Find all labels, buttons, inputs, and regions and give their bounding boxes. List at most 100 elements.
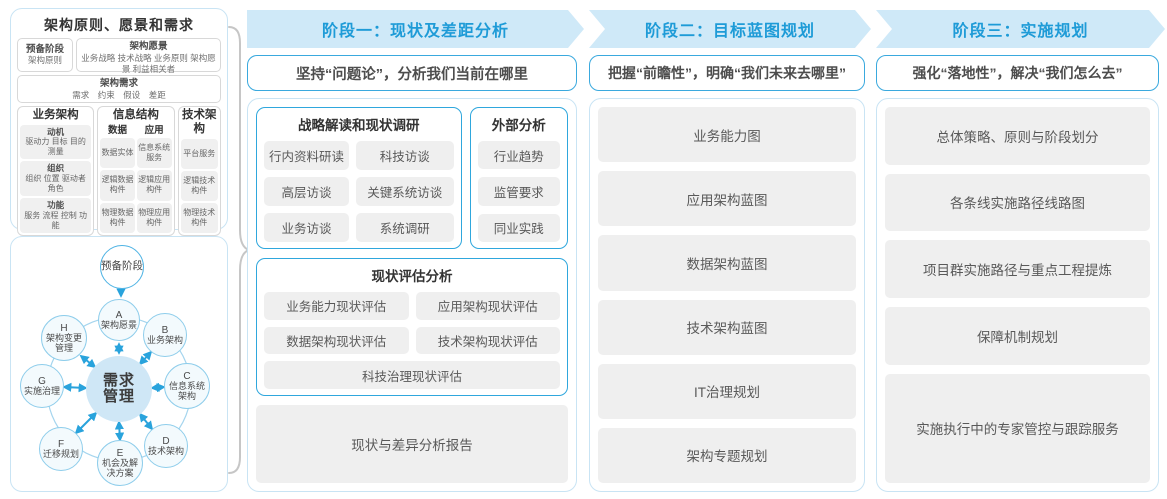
logical-tech-box: 逻辑技术构件 [180, 170, 218, 201]
center-b-arrow [138, 350, 153, 366]
technology-architecture-column: 技术架构 平台服务 逻辑技术构件 物理技术构件 [177, 106, 221, 236]
application-title: 应用 [144, 124, 164, 136]
arch-requirements-box: 架构需求 需求 约束 假设 差距 [17, 75, 221, 103]
phase2-content-panel: 业务能力图 应用架构蓝图 数据架构蓝图 技术架构蓝图 IT治理规划 架构专题规划 [589, 98, 865, 492]
adm-node-f: F 迁移规划 [39, 427, 83, 471]
phase3-content-panel: 总体策略、原则与阶段划分 各条线实施路径线路图 项目群实施路径与重点工程提炼 保… [876, 98, 1159, 492]
platform-service-box: 平台服务 [180, 138, 218, 169]
adm-node-h-label: 架构变更管理 [45, 332, 82, 353]
external-item: 监管要求 [477, 177, 560, 206]
arch-vision-box: 架构愿景 业务战略 技术战略 业务原则 架构愿景 利益相关者 [76, 38, 221, 74]
external-item: 同业实践 [477, 213, 560, 242]
assessment-box: 现状评估分析 业务能力现状评估 应用架构现状评估 数据架构现状评估 技术架构现状… [256, 258, 568, 396]
phase2-item: 业务能力图 [598, 107, 856, 163]
phase2-header-band: 阶段二：目标蓝图规划 [589, 10, 871, 48]
adm-node-b-label: 业务架构 [146, 334, 183, 345]
adm-node-b-code: B [161, 324, 169, 336]
phase3-header-band: 阶段三：实施规划 [876, 10, 1165, 48]
application-subcolumn: 应用 信息系统服务 逻辑应用构件 物理应用构件 [136, 124, 172, 233]
data-subcolumn: 数据 数据实体 逻辑数据构件 物理数据构件 [100, 125, 135, 233]
frame-title: 架构原则、愿景和需求 [44, 17, 194, 33]
phase3-item: 保障机制规划 [885, 306, 1150, 365]
phase2-item: 架构专题规划 [598, 427, 856, 484]
adm-node-f-code: F [57, 438, 65, 450]
survey-item: 行内资料研读 [264, 141, 349, 170]
adm-node-c-label: 信息系统架构 [168, 380, 205, 401]
adm-node-preliminary-label: 预备阶段 [101, 260, 143, 273]
adm-node-g-code: G [38, 375, 46, 387]
adm-node-b: B 业务架构 [143, 313, 187, 357]
business-architecture-title: 业务架构 [32, 109, 79, 121]
data-title: 数据 [108, 124, 128, 136]
survey-item: 科技访谈 [355, 141, 454, 170]
adm-node-a-label: 架构愿景 [100, 319, 137, 330]
motivation-title: 动机 [47, 126, 65, 137]
strategy-survey-grid: 行内资料研读 科技访谈 高层访谈 关键系统访谈 业务访谈 系统调研 [264, 141, 454, 242]
strategy-survey-title: 战略解读和现状调研 [298, 118, 420, 133]
phase2-item: 数据架构蓝图 [598, 235, 856, 291]
adm-node-f-label: 迁移规划 [42, 448, 79, 459]
center-f-arrow [74, 411, 98, 435]
external-item: 行业趋势 [477, 141, 560, 170]
assessment-item: 数据架构现状评估 [264, 326, 409, 355]
adm-node-g: G 实施治理 [20, 364, 64, 408]
adm-node-d-label: 技术架构 [147, 445, 184, 456]
center-c-arrow [150, 382, 166, 393]
function-box: 功能 服务 流程 控制 功能 [20, 198, 92, 233]
phase2-item: 技术架构蓝图 [598, 299, 856, 355]
adm-node-requirements-management: 需求管理 [86, 356, 152, 422]
adm-node-a-code: A [115, 309, 123, 321]
physical-tech-box: 物理技术构件 [180, 202, 218, 233]
technology-architecture-title: 技术架构 [182, 109, 217, 135]
phase2-item: 应用架构蓝图 [598, 171, 856, 227]
assessment-item: 科技治理现状评估 [264, 361, 560, 389]
assessment-item: 业务能力现状评估 [264, 292, 409, 320]
information-structure-title: 信息结构 [112, 109, 159, 121]
info-system-service-box: 信息系统服务 [136, 138, 172, 169]
phase2-subtitle-box: 把握“前瞻性”，明确“我们未来去哪里” [589, 55, 865, 91]
phase3-item: 项目群实施路径与重点工程提炼 [885, 240, 1150, 298]
phase3-subtitle-box: 强化“落地性”，解决“我们怎么去” [876, 55, 1159, 91]
survey-item: 系统调研 [355, 213, 454, 242]
physical-app-box: 物理应用构件 [136, 202, 172, 233]
adm-node-g-label: 实施治理 [23, 385, 60, 396]
external-analysis-title: 外部分析 [491, 118, 546, 133]
motivation-items: 驱动力 目标 目的 测量 [25, 137, 86, 157]
arch-vision-title: 架构愿景 [129, 41, 168, 52]
phase1-top-row: 战略解读和现状调研 行内资料研读 科技访谈 高层访谈 关键系统访谈 业务访谈 系… [256, 107, 568, 249]
information-subcolumns: 数据 数据实体 逻辑数据构件 物理数据构件 应用 信息系统服务 逻辑应用构件 物… [100, 124, 172, 233]
adm-node-c: C 信息系统架构 [164, 363, 210, 409]
strategy-survey-box: 战略解读和现状调研 行内资料研读 科技访谈 高层访谈 关键系统访谈 业务访谈 系… [256, 107, 462, 249]
arch-principle-label: 架构原则 [27, 55, 62, 66]
external-analysis-box: 外部分析 行业趋势 监管要求 同业实践 [469, 107, 568, 249]
adm-cycle-panel: 预备阶段 A 架构愿景 B 业务架构 C 信息系统架构 D 技术架构 E 机会及… [10, 236, 228, 492]
prep-phase-label: 预备阶段 [25, 43, 64, 55]
adm-center-label: 需求管理 [102, 371, 135, 405]
external-analysis-list: 行业趋势 监管要求 同业实践 [477, 141, 560, 242]
phase2-header-label: 阶段二：目标蓝图规划 [644, 23, 815, 40]
phase3-item: 总体策略、原则与阶段划分 [885, 107, 1150, 165]
function-items: 服务 流程 控制 功能 [24, 210, 87, 230]
assessment-item: 技术架构现状评估 [415, 326, 560, 355]
organization-title: 组织 [47, 163, 65, 174]
survey-item: 高层访谈 [264, 177, 349, 206]
adm-node-e: E 机会及解决方案 [97, 440, 143, 486]
arch-requirements-title: 架构需求 [99, 78, 138, 89]
adm-node-a: A 架构愿景 [98, 299, 140, 341]
phase2-subtitle-label: 把握“前瞻性”，明确“我们未来去哪里” [608, 65, 846, 81]
phase3-item: 实施执行中的专家管控与跟踪服务 [885, 373, 1150, 483]
assessment-item: 应用架构现状评估 [415, 292, 560, 320]
architecture-columns: 业务架构 动机 驱动力 目标 目的 测量 组织 组织 位置 驱动者 角色 功能 … [17, 106, 221, 236]
business-architecture-column: 业务架构 动机 驱动力 目标 目的 测量 组织 组织 位置 驱动者 角色 功能 … [17, 106, 95, 236]
logical-data-box: 逻辑数据构件 [100, 170, 135, 201]
phase3-subtitle-label: 强化“落地性”，解决“我们怎么去” [912, 65, 1123, 81]
adm-node-preliminary: 预备阶段 [100, 245, 144, 289]
organization-items: 组织 位置 驱动者 角色 [25, 174, 86, 194]
arch-vision-items: 业务战略 技术战略 业务原则 架构愿景 利益相关者 [81, 52, 216, 74]
center-h-arrow [79, 354, 97, 369]
phase1-subtitle-label: 坚持“问题论”，分析我们当前在哪里 [296, 66, 528, 83]
information-structure-column: 信息结构 数据 数据实体 逻辑数据构件 物理数据构件 应用 信息系统服务 逻辑应… [97, 106, 175, 236]
assessment-title: 现状评估分析 [371, 269, 453, 284]
center-g-arrow [62, 382, 88, 393]
